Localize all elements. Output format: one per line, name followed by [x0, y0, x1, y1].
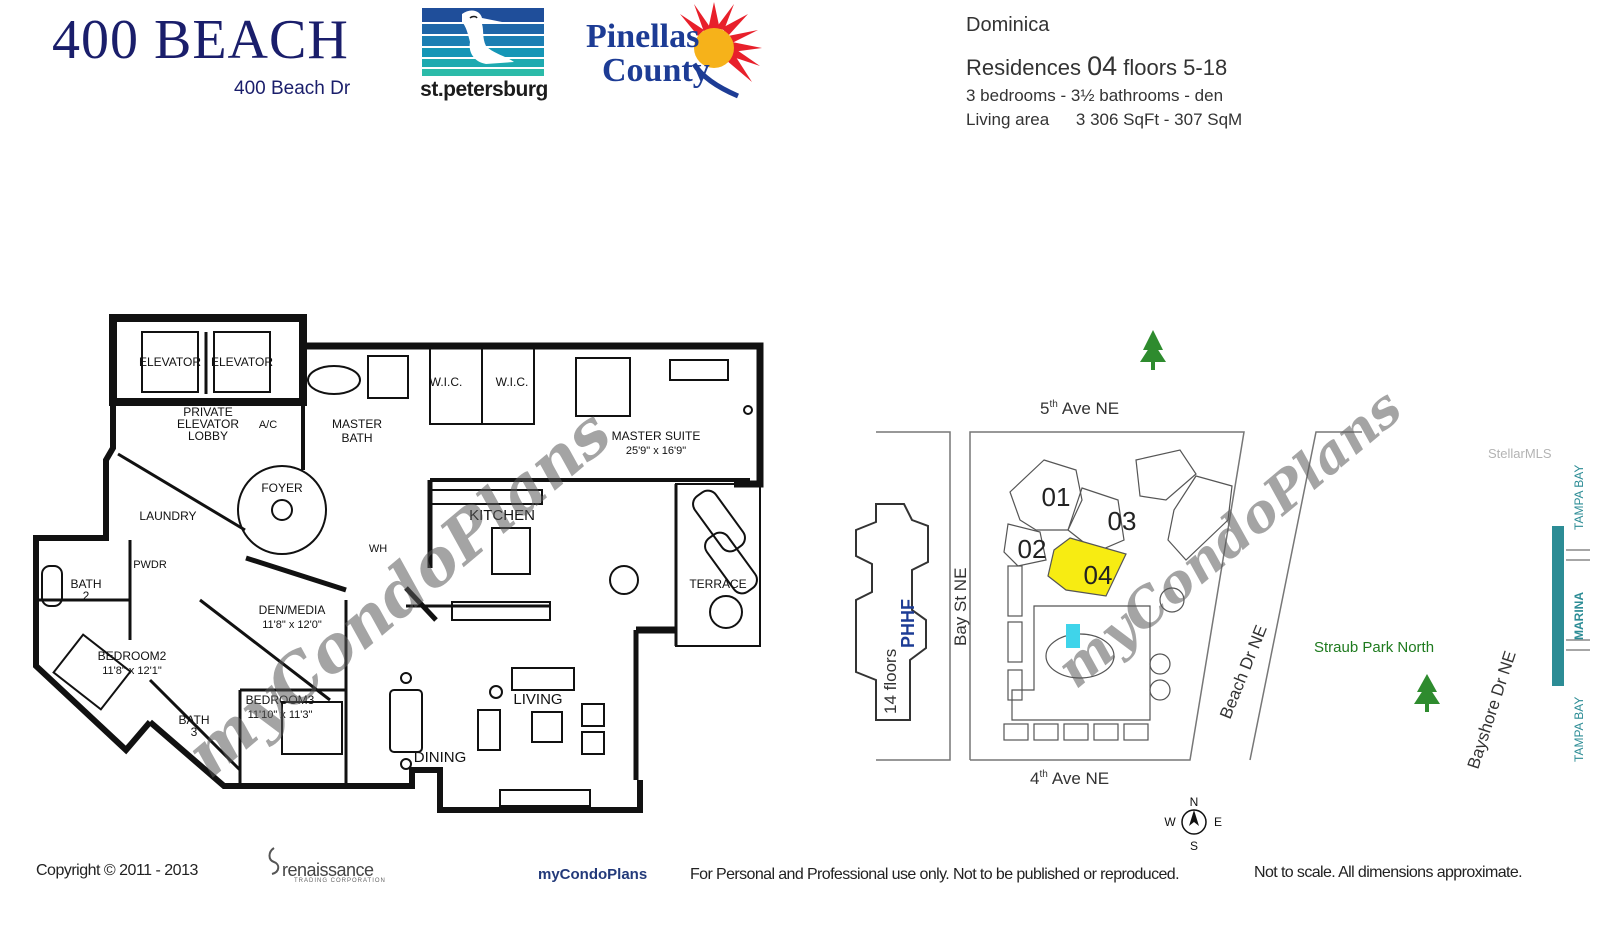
water-heater-label: WH — [369, 543, 387, 555]
living-area: Living area 3 306 SqFt - 307 SqM — [966, 110, 1242, 130]
street-5th-ave-num: 5 — [1040, 399, 1049, 418]
laundry-label: LAUNDRY — [139, 509, 196, 523]
wic-1-label: W.I.C. — [430, 375, 463, 389]
bedroom2-dim: 11'8" x 12'1" — [102, 665, 162, 677]
watermark-floor-plan: myCondoPlans — [172, 395, 625, 792]
lobby-label-line1: PRIVATE — [183, 405, 233, 419]
room-summary: 3 bedrooms - 3½ bathrooms - den — [966, 86, 1224, 105]
unit-04-label: 04 — [1084, 560, 1113, 590]
elevator-right-label: ELEVATOR — [211, 355, 273, 369]
street-bay-st: Bay St NE — [951, 568, 970, 646]
compass-n: N — [1190, 795, 1199, 809]
terrace-label: TERRACE — [689, 577, 746, 591]
usage-note: For Personal and Professional use only. … — [690, 866, 1180, 883]
residence-number: 04 — [1087, 51, 1118, 81]
bedroom3-label: BEDROOM3 — [246, 693, 315, 707]
site-plan — [855, 330, 1590, 835]
master-bath-label-line2: BATH — [341, 431, 372, 445]
street-bayshore-dr: Bayshore Dr NE — [1464, 649, 1520, 772]
ac-label: A/C — [259, 419, 277, 431]
den-dim: 11'8" x 12'0" — [262, 619, 322, 631]
marina-bar — [1552, 526, 1564, 686]
tree-icon — [1140, 330, 1166, 370]
wic-2-label: W.I.C. — [496, 375, 529, 389]
master-bath-label-line1: MASTER — [332, 417, 382, 431]
residences-label: Residences — [966, 55, 1081, 80]
sun-icon — [680, 2, 762, 99]
copyright: Copyright © 2011 - 2013 — [36, 862, 198, 879]
mycondoplans-logo: myCondoPlans — [538, 866, 648, 883]
bath3-label-line1: BATH — [178, 713, 209, 727]
renaissance-logo: renaissance TRADING CORPORATION — [264, 846, 396, 886]
compass-e: E — [1214, 815, 1222, 829]
renaissance-sub: TRADING CORPORATION — [294, 878, 386, 884]
floor-plan — [33, 314, 764, 813]
tree-icon — [1414, 674, 1440, 712]
pinellas-logo-line1: Pinellas — [586, 18, 700, 55]
street-5th-ave: 5th Ave NE — [1040, 399, 1119, 418]
pinellas-county-logo: Pinellas County — [586, 0, 766, 108]
unit-02-label: 02 — [1018, 534, 1047, 564]
bath2-label-line1: BATH — [70, 577, 101, 591]
unit-info: Dominica Residences 04 floors 5-18 3 bed… — [966, 14, 1242, 130]
floors-label: floors — [1123, 55, 1178, 80]
lobby-label-line2: ELEVATOR — [177, 417, 239, 431]
foyer-label: FOYER — [261, 481, 303, 495]
phhf-tower — [855, 503, 929, 721]
street-4th-ave-num: 4 — [1030, 769, 1039, 788]
powder-label: PWDR — [133, 559, 167, 571]
street-4th-ave-name: Ave NE — [1052, 769, 1109, 788]
bedroom2-label: BEDROOM2 — [98, 649, 167, 663]
den-label: DEN/MEDIA — [259, 603, 326, 617]
master-suite-label: MASTER SUITE — [612, 429, 701, 443]
brand-title: 400 BEACH — [52, 9, 349, 71]
living-label: LIVING — [513, 691, 562, 708]
tower-floors-label: 14 floors — [881, 649, 900, 714]
dining-label: DINING — [414, 749, 467, 766]
unit-01-label: 01 — [1042, 482, 1071, 512]
marina-label: MARINA — [1572, 592, 1586, 640]
st-petersburg-logo-text: st.petersburg — [420, 78, 548, 101]
compass-s: S — [1190, 839, 1198, 850]
master-suite-dim: 25'9" x 16'9" — [626, 445, 686, 457]
elevator-left-label: ELEVATOR — [139, 355, 201, 369]
living-area-label: Living area — [966, 110, 1050, 129]
pool — [1066, 624, 1080, 648]
brand-address: 400 Beach Dr — [234, 78, 351, 99]
st-petersburg-logo: st.petersburg — [418, 8, 550, 104]
scale-note: Not to scale. All dimensions approximate… — [1254, 864, 1523, 881]
compass-w: W — [1164, 815, 1176, 829]
living-area-value: 3 306 SqFt - 307 SqM — [1075, 110, 1243, 129]
stellar-mls-mark: StellarMLS — [1488, 446, 1552, 461]
bedroom3-dim: 11'10" x 11'3" — [248, 709, 313, 721]
bath3-label-line2: 3 — [191, 725, 198, 739]
renaissance-name: renaissance — [282, 860, 374, 880]
renaissance-swirl-icon — [268, 847, 280, 875]
floor-and-site-plan: ELEVATOR ELEVATOR PRIVATE ELEVATOR LOBBY… — [33, 314, 1590, 850]
unit-04-highlight — [1047, 537, 1127, 597]
lobby-label-line3: LOBBY — [188, 429, 228, 443]
pinellas-logo-line2: County — [602, 52, 710, 89]
street-4th-ave-sup: th — [1039, 769, 1047, 780]
tower-sign: PHHF — [898, 599, 918, 648]
street-5th-ave-name: Ave NE — [1062, 399, 1119, 418]
compass-icon — [1181, 809, 1207, 835]
street-4th-ave: 4th Ave NE — [1030, 769, 1109, 788]
street-beach-dr: Beach Dr NE — [1216, 622, 1271, 721]
street-5th-ave-sup: th — [1049, 399, 1057, 410]
bath2-label-line2: 2 — [83, 589, 90, 603]
residence-line: Residences 04 floors 5-18 — [966, 51, 1242, 82]
pelican-icon — [422, 8, 544, 76]
floors-range: 5-18 — [1183, 55, 1228, 80]
tampa-bay-bottom-label: TAMPA BAY — [1572, 697, 1586, 762]
floor-plan-labels: ELEVATOR ELEVATOR PRIVATE ELEVATOR LOBBY… — [70, 355, 746, 766]
tampa-bay-top-label: TAMPA BAY — [1572, 465, 1586, 530]
straub-park-label: Straub Park North — [1314, 639, 1434, 656]
unit-03-label: 03 — [1108, 506, 1137, 536]
kitchen-label: KITCHEN — [469, 507, 535, 524]
building-name: Dominica — [966, 14, 1050, 36]
